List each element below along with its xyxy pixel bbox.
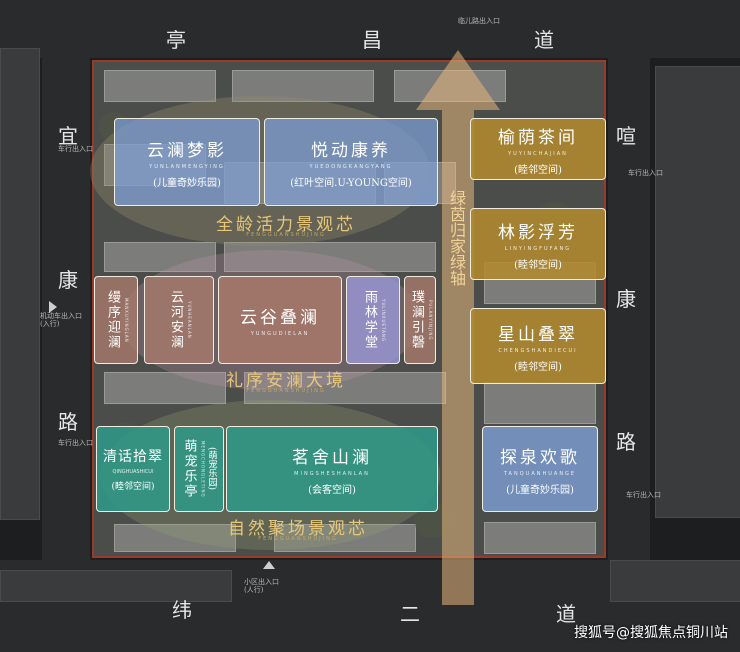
panel-title: 林影浮芳 [498,222,578,243]
building [104,70,216,102]
road-label-south-1: 纬 [172,598,192,622]
panel-yulin-xuetang[interactable]: 雨林学堂 YULINXUETANG [346,276,400,364]
road-label-west-1: 宜 [58,124,78,148]
panel-subtitle: (儿童奇妙乐园) [153,177,221,189]
panel-subtitle: (睦邻空间) [514,361,562,373]
building [274,524,416,552]
city-block-se [610,560,740,602]
panel-manxu-yinglan[interactable]: 缦序迎澜 MANXUYINGLAN [94,276,138,364]
road-label-east-3: 路 [616,430,636,454]
city-block-sw [0,570,232,602]
panel-yungu-dielan[interactable]: 云谷叠澜 YUNGUDIELAN [218,276,342,364]
road-label-east-2: 康 [616,287,636,311]
building [232,70,374,102]
panel-title: 探泉欢歌 [500,447,580,468]
panel-linying-fufang[interactable]: 林影浮芳 LINYINGFUFANG (睦邻空间) [470,208,606,280]
panel-title: 缦序迎澜 [105,290,120,350]
panel-title: 雨林学堂 [362,290,377,350]
road-label-east-1: 喧 [616,124,636,148]
panel-pinyin: MENGCHONGLETING [200,440,206,498]
panel-subtitle: (睦邻空间) [111,482,155,492]
zone-pinyin-top: FENGGUANSHUJING [246,232,326,238]
building [104,242,216,272]
entrance-label-west-1: 车行出入口 [58,145,93,153]
road-label-west-2: 康 [58,268,78,292]
panel-pinyin: YUYINCHAJIAN [508,150,568,157]
west-road [42,0,90,652]
panel-subtitle: (萌宠乐园) [206,447,217,491]
panel-yuedong-kangtai[interactable]: 悦动康养 YUEDONGKANGYANG (红叶空间.U-YOUNG空间) [264,118,438,206]
panel-yunlan-mengying[interactable]: 云澜梦影 YUNLANMENGYING (儿童奇妙乐园) [114,118,260,206]
zone-label-bottom: 自然聚场景观芯 [228,519,368,539]
panel-title: 云澜梦影 [147,140,227,161]
panel-title: 清话拾翠 [103,449,163,465]
entrance-arrow-icon [49,301,57,313]
panel-pinyin: MINGSHESHANLAN [294,470,370,477]
road-label-west-3: 路 [58,410,78,434]
city-block-ne [655,66,740,518]
panel-pulan-yinjing[interactable]: 璞澜引磬 PULANYINJING [404,276,436,364]
panel-pinyin: MANXUYINGLAN [124,297,129,343]
panel-title: 茗舍山澜 [292,447,372,468]
panel-title: 萌宠乐亭 [181,439,197,499]
panel-pinyin: TANQUANHUANGE [503,470,577,477]
panel-title: 悦动康养 [311,140,391,161]
building [104,372,226,404]
building [224,242,436,272]
panel-subtitle: (睦邻空间) [514,259,562,271]
panel-title: 榆荫茶间 [498,127,578,148]
panel-mengchong-leting[interactable]: 萌宠乐亭 MENGCHONGLETING (萌宠乐园) [174,426,224,512]
entrance-label-west-2: 机动车出入口 (入行) [40,312,82,328]
panel-yunhe-anlan[interactable]: 云河安澜 YUNHEANLAN [144,276,214,364]
entrance-label-east-2: 车行出入口 [626,491,661,499]
panel-title: 星山叠翠 [498,324,578,345]
zone-pinyin-bottom: FENGGUANSHUJING [258,536,338,542]
building [114,524,236,552]
panel-yuyin-chajian[interactable]: 榆荫茶间 YUYINCHAJIAN (睦邻空间) [470,118,606,180]
panel-qinghua-shicui[interactable]: 清话拾翠 QINGHUASHICUI (睦邻空间) [96,426,170,512]
road-label-north-2: 昌 [362,28,382,52]
panel-subtitle: (儿童奇妙乐园) [506,484,574,496]
axis-label: 绿茵归家绿轴 [447,190,466,286]
road-label-north-1: 亭 [166,28,186,52]
panel-title: 云谷叠澜 [240,308,320,328]
panel-subtitle: (会客空间) [308,484,356,496]
zone-pinyin-middle: FENGGUANSHUJING [246,388,326,394]
entrance-arrow-icon [263,561,275,569]
watermark: 搜狐号@搜狐焦点铜川站 [574,625,728,641]
panel-pinyin: QINGHUASHICUI [112,469,154,475]
road-label-south-3: 道 [556,602,576,626]
road-label-south-2: 二 [400,602,420,626]
entrance-label-north: 临儿路出入口 [458,17,500,25]
zone-label-top: 全龄活力景观芯 [216,215,356,235]
panel-pinyin: YUEDONGKANGYANG [309,163,393,170]
panel-pinyin: PULANYINJING [428,299,433,341]
panel-pinyin: YULINXUETANG [381,298,386,342]
building [484,522,596,554]
east-road [608,0,650,652]
axis-arrow [416,50,500,605]
zone-label-middle: 礼序安澜大境 [226,371,346,391]
building [244,372,446,404]
panel-subtitle: (睦邻空间) [514,164,562,176]
panel-pinyin: CHENGSHANDIECUI [498,347,578,354]
panel-mingshe-shanlan[interactable]: 茗舍山澜 MINGSHESHANLAN (会客空间) [226,426,438,512]
entrance-label-south: 小区出入口 (人行) [244,578,279,594]
entrance-label-west-3: 车行出入口 [58,439,93,447]
panel-title: 璞澜引磬 [409,290,424,350]
panel-xingshan-dieci[interactable]: 星山叠翠 CHENGSHANDIECUI (睦邻空间) [470,308,606,384]
city-block-nw [0,48,40,520]
panel-pinyin: YUNGUDIELAN [250,331,310,337]
entrance-label-east-1: 车行出入口 [628,169,663,177]
panel-pinyin: YUNLANMENGYING [149,163,225,170]
road-label-north-3: 道 [534,28,554,52]
panel-pinyin: YUNHEANLAN [187,301,192,339]
panel-pinyin: LINYINGFUFANG [504,245,572,252]
panel-tanquan-huange[interactable]: 探泉欢歌 TANQUANHUANGE (儿童奇妙乐园) [482,426,598,512]
panel-title: 云河安澜 [168,290,183,350]
panel-subtitle: (红叶空间.U-YOUNG空间) [290,177,412,189]
